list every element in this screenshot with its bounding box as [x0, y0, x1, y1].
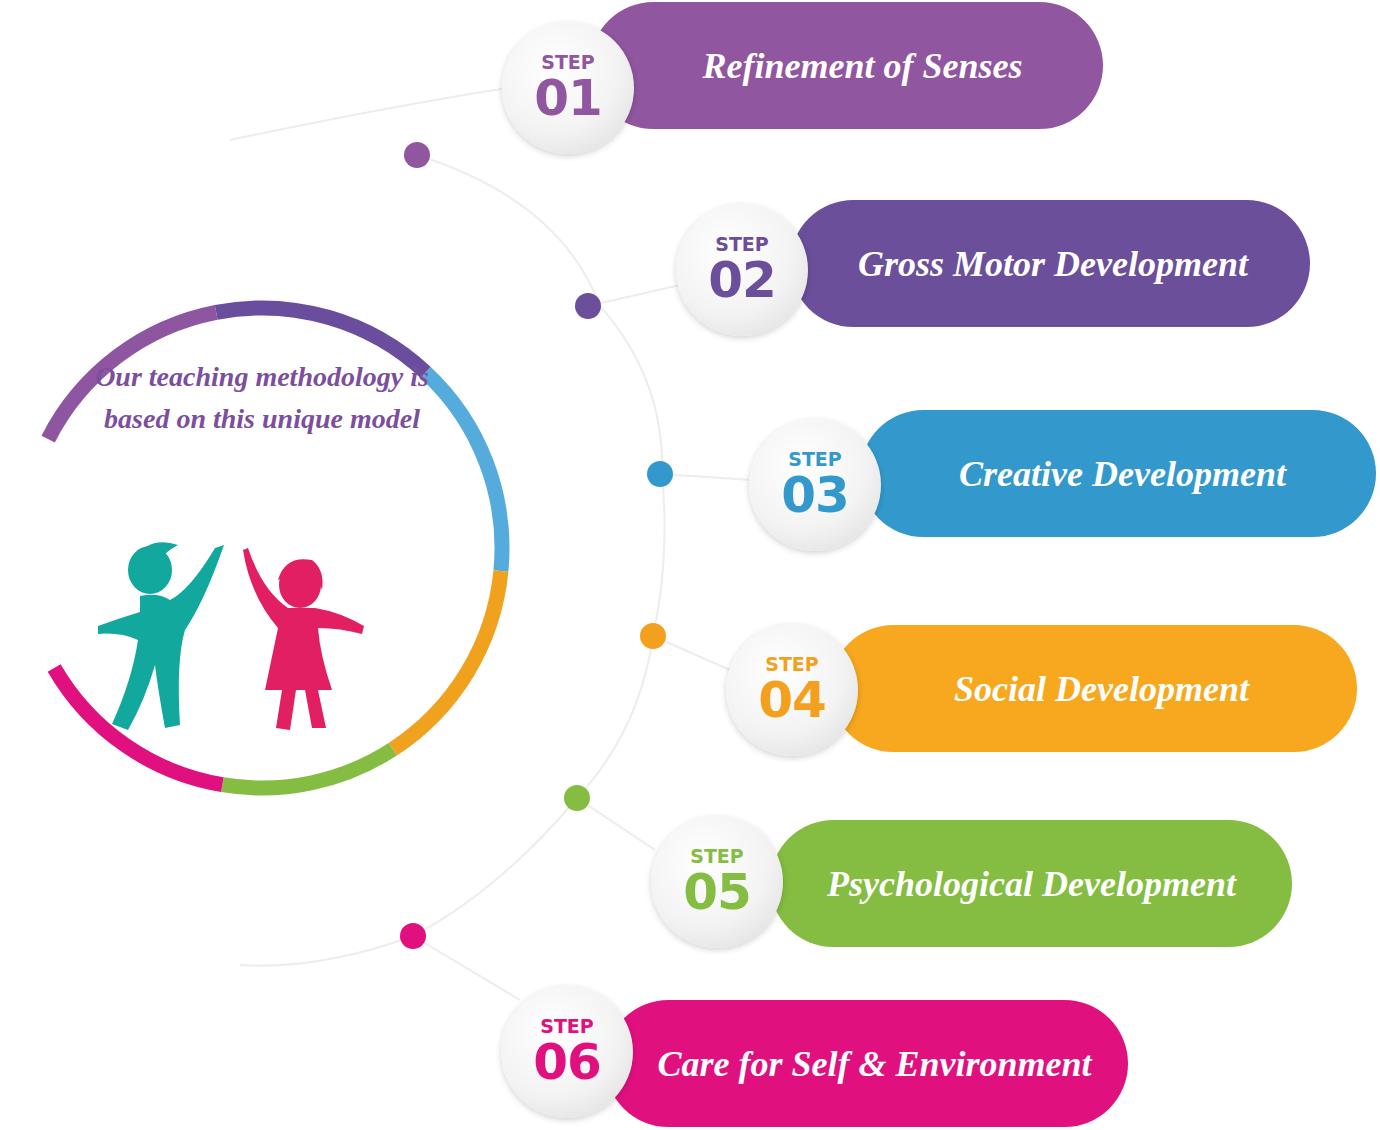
boy-hair: [132, 542, 178, 560]
step-pill: Gross Motor Development: [790, 200, 1310, 327]
boy-body: [98, 545, 224, 730]
ring-segment: [426, 372, 502, 571]
step-pill: Social Development: [830, 625, 1357, 752]
guide-arc: [240, 155, 665, 966]
step-number: 03: [781, 469, 849, 521]
guide-line: [588, 285, 680, 306]
dot: [640, 623, 666, 649]
girl-hair: [278, 559, 323, 590]
boy-figure: [98, 542, 224, 730]
step-title: Social Development: [954, 668, 1249, 710]
step-title: Psychological Development: [827, 863, 1236, 905]
step-badge: STEP06: [501, 986, 633, 1118]
step-number: 01: [534, 72, 602, 124]
dot: [564, 785, 590, 811]
step-label: STEP: [690, 846, 744, 866]
girl-body: [243, 548, 364, 730]
dot: [575, 293, 601, 319]
step-badge: STEP03: [749, 419, 881, 551]
color-ring: [48, 308, 502, 788]
step-number: 06: [533, 1036, 601, 1088]
girl-figure: [243, 548, 364, 730]
ring-segment: [393, 571, 501, 749]
guide-line: [413, 936, 520, 1000]
guide-line: [577, 798, 655, 850]
step-title: Refinement of Senses: [703, 45, 1023, 87]
step-pill: Psychological Development: [770, 820, 1292, 947]
step-title: Creative Development: [959, 453, 1286, 495]
step-pill: Care for Self & Environment: [605, 1000, 1128, 1127]
guide-line: [660, 474, 752, 480]
step-badge: STEP02: [676, 204, 808, 336]
step-label: STEP: [788, 449, 842, 469]
step-number: 05: [683, 866, 751, 918]
model-circle: Our teaching methodology is based on thi…: [22, 308, 502, 788]
circle-text: Our teaching methodology is based on thi…: [82, 356, 442, 440]
kids-illustration: [98, 542, 364, 730]
step-label: STEP: [541, 52, 595, 72]
step-badge: STEP04: [726, 624, 858, 756]
step-label: STEP: [765, 654, 819, 674]
step-label: STEP: [540, 1016, 594, 1036]
step-title: Care for Self & Environment: [657, 1043, 1091, 1085]
ring-segment: [222, 749, 392, 788]
dot: [647, 461, 673, 487]
step-label: STEP: [715, 234, 769, 254]
step-pill: Refinement of Senses: [590, 2, 1103, 129]
dot: [404, 142, 430, 168]
step-pill: Creative Development: [860, 410, 1376, 537]
step-badge: STEP05: [651, 816, 783, 948]
step-number: 04: [758, 674, 826, 726]
step-number: 02: [708, 254, 776, 306]
dot: [400, 923, 426, 949]
dots: [400, 142, 673, 949]
step-badge: STEP01: [502, 22, 634, 154]
step-title: Gross Motor Development: [858, 243, 1248, 285]
